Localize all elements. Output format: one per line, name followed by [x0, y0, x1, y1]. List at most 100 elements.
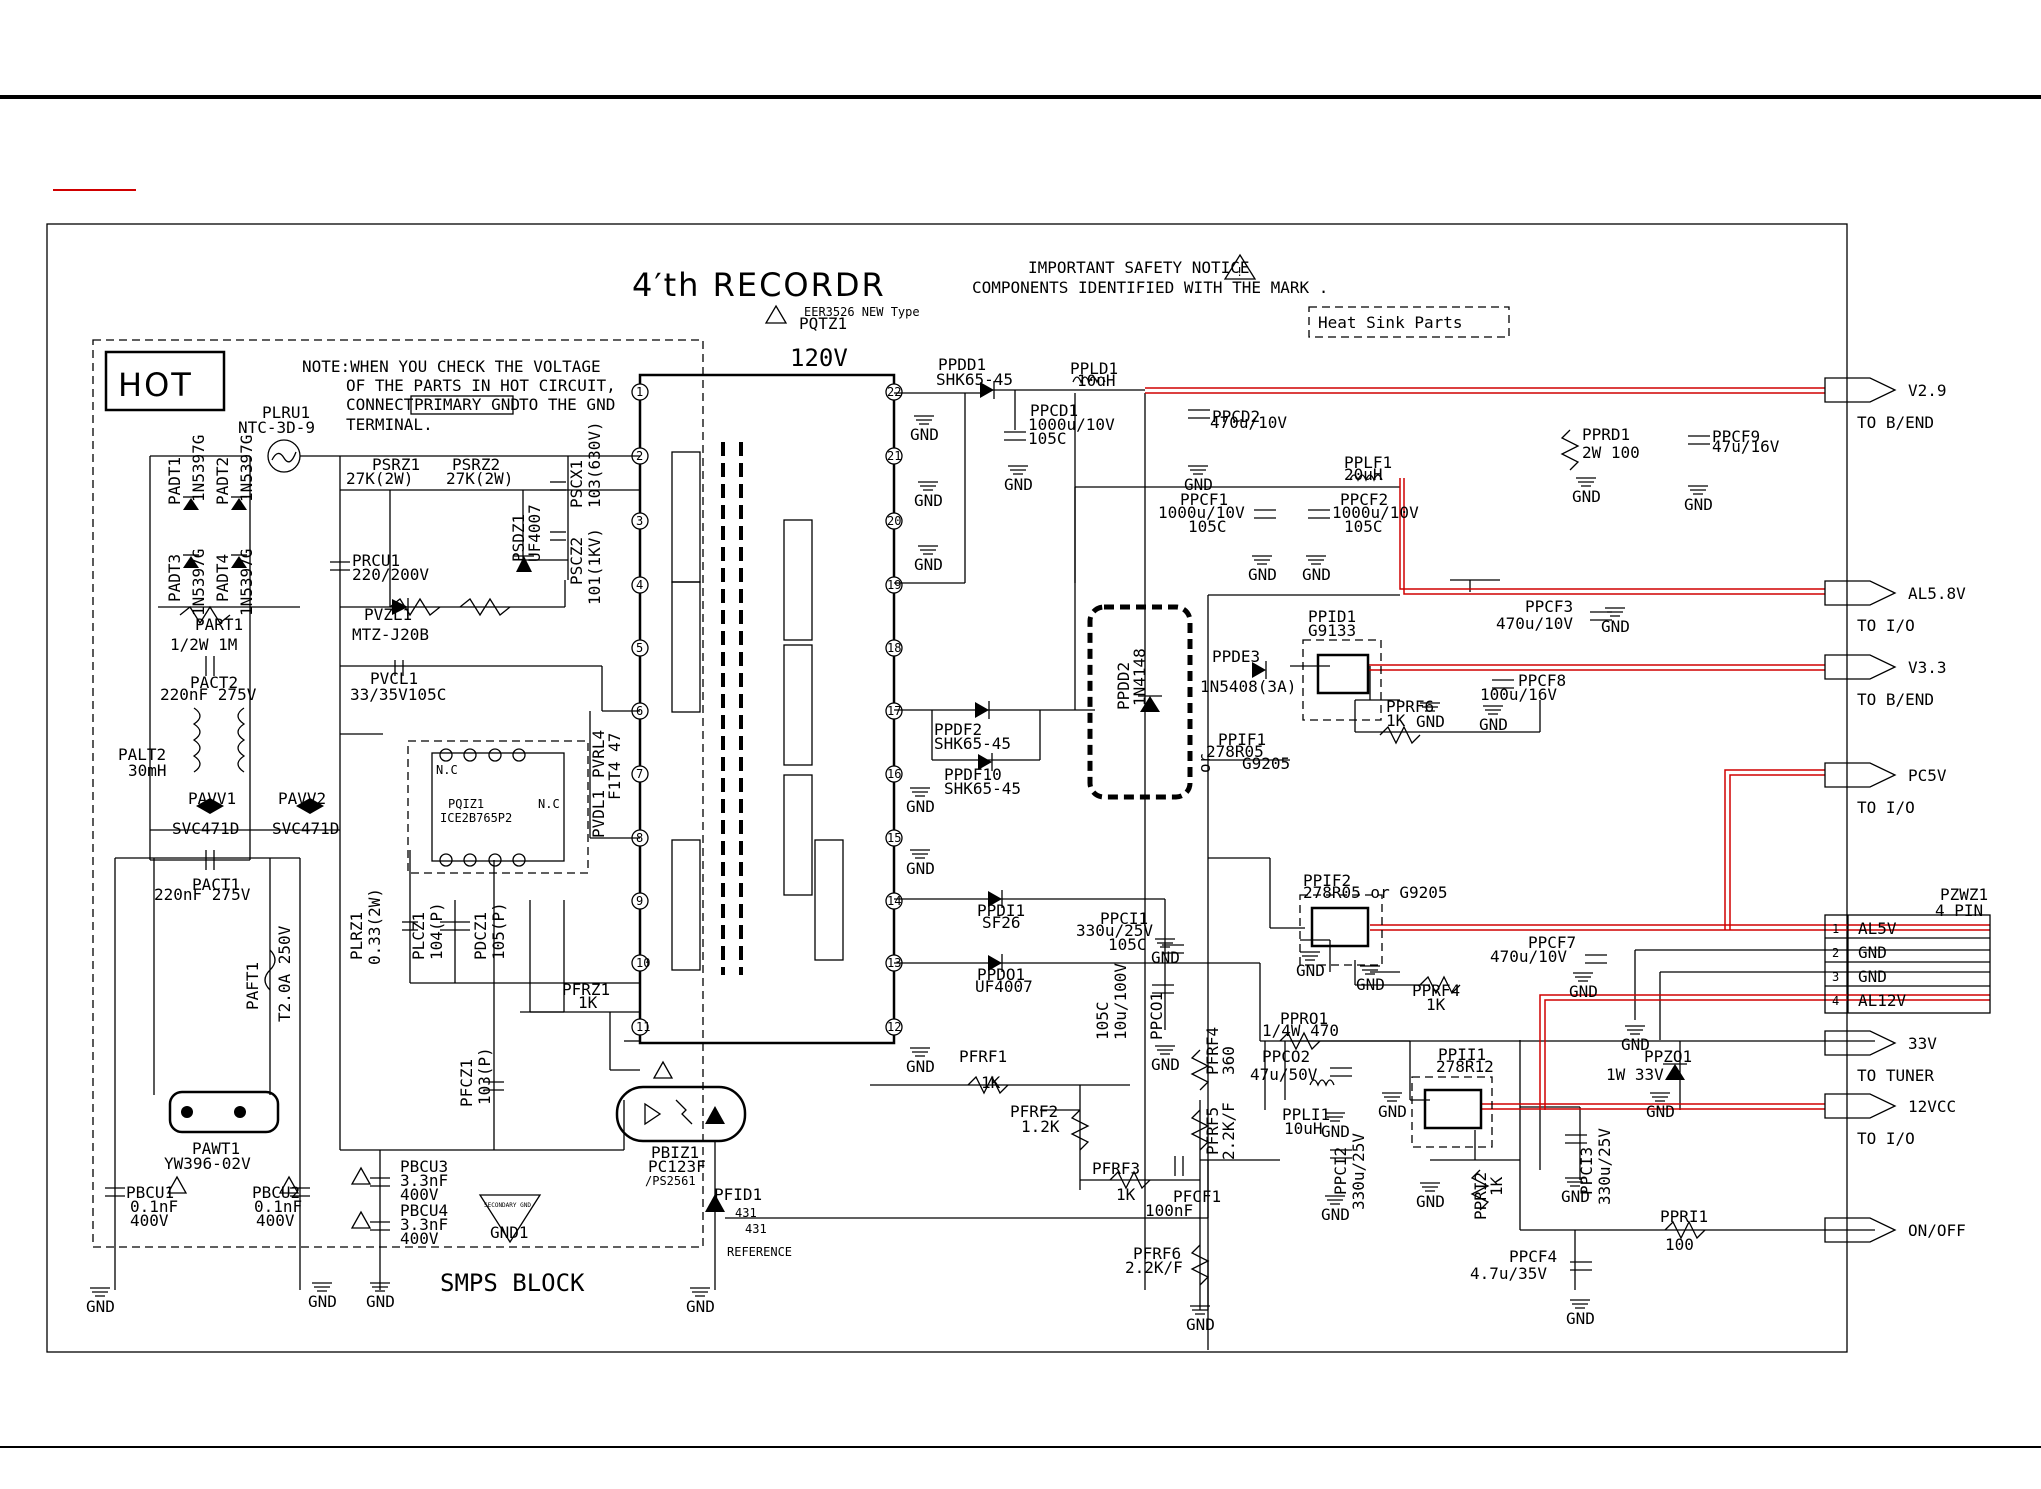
component-label: 1N5397G: [189, 435, 208, 502]
component-label: PALT2: [118, 745, 166, 764]
output-net-label: AL5.8V: [1908, 584, 1966, 603]
connector-pin-3-num: 3: [1832, 970, 1839, 984]
component-label: PLCZ1: [409, 912, 428, 960]
ground-icon: [1325, 1195, 1345, 1205]
component-label: PRCU1: [352, 551, 400, 570]
secondary-wiring: [624, 389, 1990, 1350]
transformer-pin-label: 21: [887, 449, 901, 463]
component-label: PVCL1: [370, 669, 418, 688]
ground-icon: [1008, 465, 1028, 475]
component-label: PPCF4: [1509, 1247, 1557, 1266]
ppli1-inductor: [1309, 1079, 1335, 1087]
ic-pqiz1-nc1: N.C: [436, 763, 458, 777]
output-destination-label: TO I/O: [1857, 798, 1915, 817]
ground-icon: [1605, 607, 1625, 617]
component-label: PPCF9: [1712, 427, 1760, 446]
component-label: SHK65-45: [934, 734, 1011, 753]
page-title: 4′th RECORDR: [632, 266, 886, 304]
component-label: T2.0A 250V: [275, 925, 294, 1022]
connector-ref: PZWZ1: [1940, 885, 1988, 904]
component-label: PPCF7: [1528, 933, 1576, 952]
transformer-pin: [631, 892, 649, 910]
connector-pin-4-name: AL12V: [1858, 991, 1907, 1010]
transformer-pin-label: 5: [636, 641, 643, 655]
transformer-pin: [631, 512, 649, 530]
component-label: PBCU1: [126, 1183, 174, 1202]
gnd-label: GND: [86, 1297, 115, 1316]
component-label: PVRL4: [589, 730, 608, 778]
output-net-label: V2.9: [1908, 381, 1947, 400]
component-label: 100nF: [1145, 1201, 1193, 1220]
component-label: PPDO1: [977, 965, 1025, 984]
transformer-pin-label: 19: [887, 578, 901, 592]
gnd-label: GND: [1151, 948, 1180, 967]
gnd-label: GND: [1321, 1205, 1350, 1224]
component-label: PPLF1: [1344, 453, 1392, 472]
component-label: PART1: [195, 615, 243, 634]
component-label: 330u/25V: [1595, 1128, 1614, 1205]
transformer-windings: [671, 451, 844, 971]
component-label: 104(P): [427, 902, 446, 960]
transformer-pin: [885, 829, 903, 847]
component-label: PAVV1: [188, 789, 236, 808]
component-label: PBCU2: [252, 1183, 300, 1202]
component-label: PPCF8: [1518, 671, 1566, 690]
warning-mark-icon: !: [1236, 265, 1243, 279]
safety-notice-line1: IMPORTANT SAFETY NOTICE: [1028, 258, 1250, 277]
component-label: PPZO1: [1644, 1047, 1692, 1066]
note-line-2: OF THE PARTS IN HOT CIRCUIT,: [346, 376, 616, 395]
component-label: PPDF10: [944, 765, 1002, 784]
output-destination-label: TO B/END: [1857, 413, 1934, 432]
component-label: 10uH: [1284, 1119, 1323, 1138]
transformer-pin: [885, 702, 903, 720]
smps-block-label: SMPS BLOCK: [440, 1269, 585, 1297]
ic-pqiz1-name: PQIZ1: [448, 797, 484, 811]
component-label: PFRF2: [1010, 1102, 1058, 1121]
component-label: 470u/10V: [1210, 413, 1287, 432]
transformer-pin-label: 12: [887, 1020, 901, 1034]
ic-pqiz1-pins: [439, 748, 526, 867]
component-label: SVC471D: [172, 819, 239, 838]
gnd-label: GND: [1684, 495, 1713, 514]
ntc-thermistor-wave: [271, 451, 297, 463]
component-label: 0.1nF: [130, 1197, 178, 1216]
varistors: [196, 798, 324, 814]
component-label: UF4007: [525, 504, 544, 562]
transformer-pin: [885, 892, 903, 910]
gnd-label: GND: [914, 491, 943, 510]
connector-pin-3-name: GND: [1858, 967, 1887, 986]
component-label: PSRZ1: [372, 455, 420, 474]
component-label: PBCU4: [400, 1201, 448, 1220]
psrz1-resistor: [389, 597, 441, 617]
component-label: PPDI1: [977, 901, 1025, 920]
component-label: PPDF2: [934, 720, 982, 739]
transformer-pin: [885, 639, 903, 657]
component-label: 400V: [400, 1185, 439, 1204]
component-label: 27K(2W): [446, 469, 513, 488]
component-label: 1K: [981, 1073, 1001, 1092]
component-label: 400V: [400, 1229, 439, 1248]
gnd-label: GND: [1321, 1122, 1350, 1141]
component-label: 3.3nF: [400, 1215, 448, 1234]
ac-pin-1: [181, 1106, 193, 1118]
component-label: PPCO2: [1262, 1047, 1310, 1066]
ground-icon: [1650, 1092, 1670, 1102]
component-label: 278R12: [1436, 1057, 1494, 1076]
high-current-traces: [1145, 387, 1990, 1110]
component-label: G9205: [1242, 754, 1290, 773]
component-label: PPRD1: [1582, 425, 1630, 444]
component-label: 105C: [1108, 935, 1147, 954]
ground-icon: [918, 545, 938, 555]
component-label: 47u/50V: [1250, 1065, 1318, 1084]
component-label: 2W 100: [1582, 443, 1640, 462]
ground-icon: [1565, 1177, 1585, 1187]
ground-icon: [1252, 555, 1272, 565]
pzwz1-connector: [1824, 914, 1991, 1014]
ic-pqiz1-nc2: N.C: [538, 797, 560, 811]
note-line-5: TERMINAL.: [346, 415, 433, 434]
warning-icon: [350, 1166, 372, 1185]
component-label: SF26: [982, 913, 1021, 932]
component-label: PPCO1: [1147, 992, 1166, 1040]
ground-icon: [918, 481, 938, 491]
